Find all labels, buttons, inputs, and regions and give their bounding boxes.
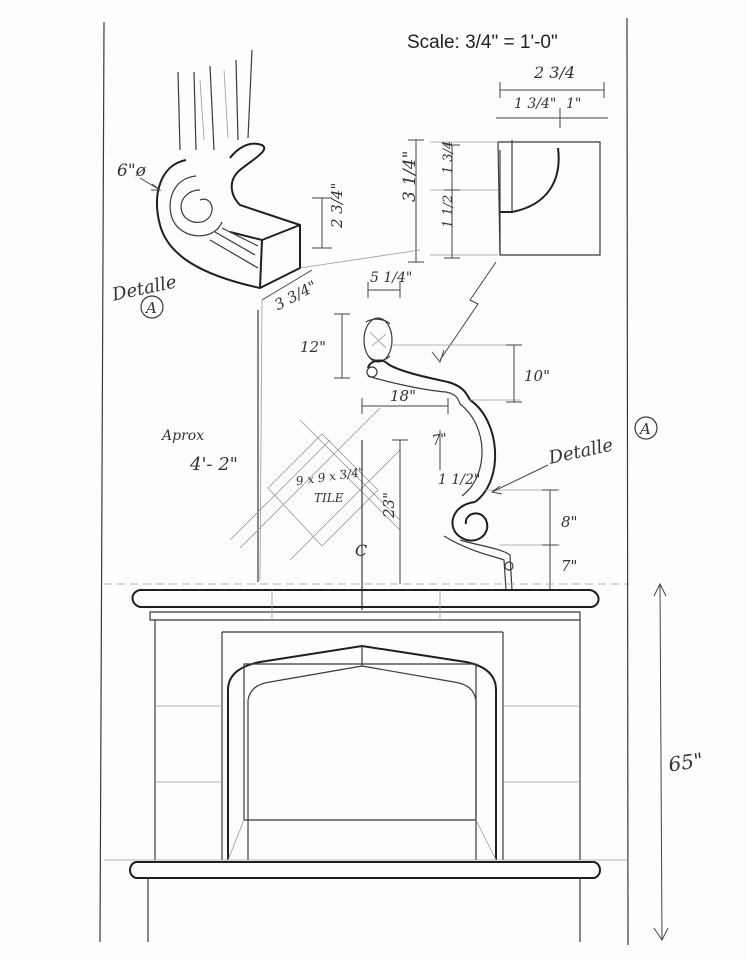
dim-23: 23" (380, 492, 398, 519)
dim-18-line (361, 398, 449, 414)
dim-5-1-4-line (367, 282, 401, 298)
dim-top-2-3-4: 2 3/4 (533, 63, 575, 82)
dim-6-dia: 6"ø (117, 161, 147, 181)
dim-top-1: 1" (566, 96, 581, 112)
dim-1-3-4-v: 1 3/4 (441, 141, 456, 174)
detail-mark-right: A (638, 420, 651, 438)
corbel-scroll-detail: 6"ø 2 3/4" 3 3/4" (117, 49, 346, 314)
dim-7: 7" (431, 431, 449, 449)
dim-12-line (334, 313, 350, 379)
detail-mark-left: A (144, 299, 157, 317)
dim-7b: 7" (561, 557, 577, 575)
aprox-value: 4'- 2" (189, 454, 238, 475)
dim-1-1-2-v: 1 1/2 (441, 195, 456, 228)
dim-12: 12" (300, 338, 326, 356)
dim-5-1-4: 5 1/4" (370, 270, 412, 286)
scale-note: Scale: 3/4" = 1'-0" (407, 32, 558, 53)
detail-a-callout-left: Detalle A (109, 272, 178, 319)
dim-8: 8" (561, 513, 577, 531)
dim-10: 10" (524, 367, 550, 385)
dim-65: 65" (667, 748, 705, 777)
aprox-label: Aprox (160, 428, 204, 444)
guide-lines (259, 249, 421, 581)
dim-top-1-3-4: 1 3/4" (514, 96, 556, 112)
dim-8-7-line (542, 489, 558, 591)
detail-a-callout-right: Detalle A (490, 416, 658, 495)
overmantel-scroll-profile (363, 317, 560, 591)
sheet-border-left (99, 21, 105, 943)
molding-profile-section: 2 3/4 1 3/4" 1" 3 1/4" 1 3/4 1 1/2 (400, 63, 608, 364)
dim-23-line (392, 439, 408, 584)
dim-3-3-4: 3 3/4" (271, 277, 320, 314)
dim-65-overall: 65" (653, 582, 705, 941)
tile-diamond: 9 x 9 x 3/4" TILE (229, 407, 401, 561)
dim-10-line (506, 344, 522, 403)
center-mark: C (355, 541, 367, 560)
detail-label-left: Detalle (109, 272, 178, 306)
dim-18: 18" (390, 387, 416, 405)
sheet-border-right (626, 17, 629, 946)
fireplace-surround (104, 583, 627, 942)
dim-1-1-2: 1 1/2" (438, 472, 480, 488)
dim-2-3-4: 2 3/4" (328, 183, 346, 229)
dim-3-1-4: 3 1/4" (400, 151, 420, 202)
detail-label-right: Detalle (546, 435, 615, 469)
tile-label: TILE (314, 491, 344, 505)
